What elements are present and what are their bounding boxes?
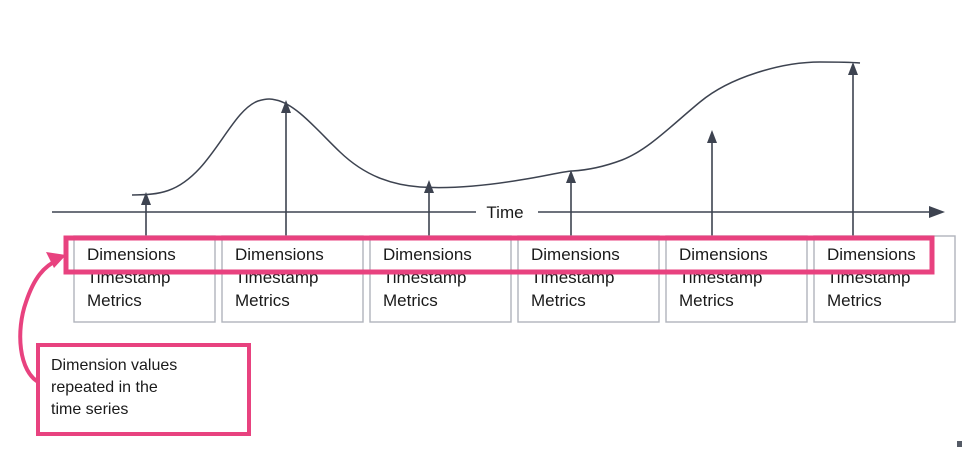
card-field-dimensions: Dimensions <box>383 245 472 264</box>
callout-box <box>36 343 251 436</box>
card-field-dimensions: Dimensions <box>87 245 176 264</box>
pointer-arrow-head <box>424 180 434 193</box>
card-field-metrics: Metrics <box>235 291 290 310</box>
record-card-group: DimensionsTimestampMetricsDimensionsTime… <box>73 235 956 323</box>
record-card-border <box>73 235 216 323</box>
callout-text-line: repeated in the <box>51 379 158 396</box>
callout-text-line: time series <box>51 401 128 418</box>
callout-box-group: Dimension values repeated in the time se… <box>36 343 251 436</box>
time-axis-label: Time <box>486 203 523 222</box>
card-field-dimensions: Dimensions <box>679 245 768 264</box>
pointer-arrow-head <box>707 130 717 143</box>
callout-text-line: Dimension values <box>51 357 177 374</box>
card-field-metrics: Metrics <box>383 291 438 310</box>
callout-connector-curve <box>18 258 60 385</box>
time-series-curve <box>131 61 861 196</box>
card-field-dimensions: Dimensions <box>235 245 324 264</box>
callout-connector-group <box>18 252 66 385</box>
card-field-metrics: Metrics <box>87 291 142 310</box>
pointer-arrow-head <box>848 62 858 75</box>
time-axis-arrowhead <box>929 206 945 218</box>
sample-pointer-arrows <box>141 62 858 236</box>
card-field-dimensions: Dimensions <box>827 245 916 264</box>
card-field-dimensions: Dimensions <box>531 245 620 264</box>
card-field-metrics: Metrics <box>531 291 586 310</box>
time-axis-label-background <box>476 202 538 222</box>
time-axis: Time <box>52 202 945 222</box>
callout-connector-arrowhead <box>46 252 66 268</box>
corner-artifact <box>957 441 962 447</box>
card-field-metrics: Metrics <box>679 291 734 310</box>
record-card-border <box>665 235 808 323</box>
card-field-metrics: Metrics <box>827 291 882 310</box>
pointer-arrow-head <box>141 192 151 205</box>
pointer-arrow-head <box>566 170 576 183</box>
pointer-arrow-head <box>281 100 291 113</box>
